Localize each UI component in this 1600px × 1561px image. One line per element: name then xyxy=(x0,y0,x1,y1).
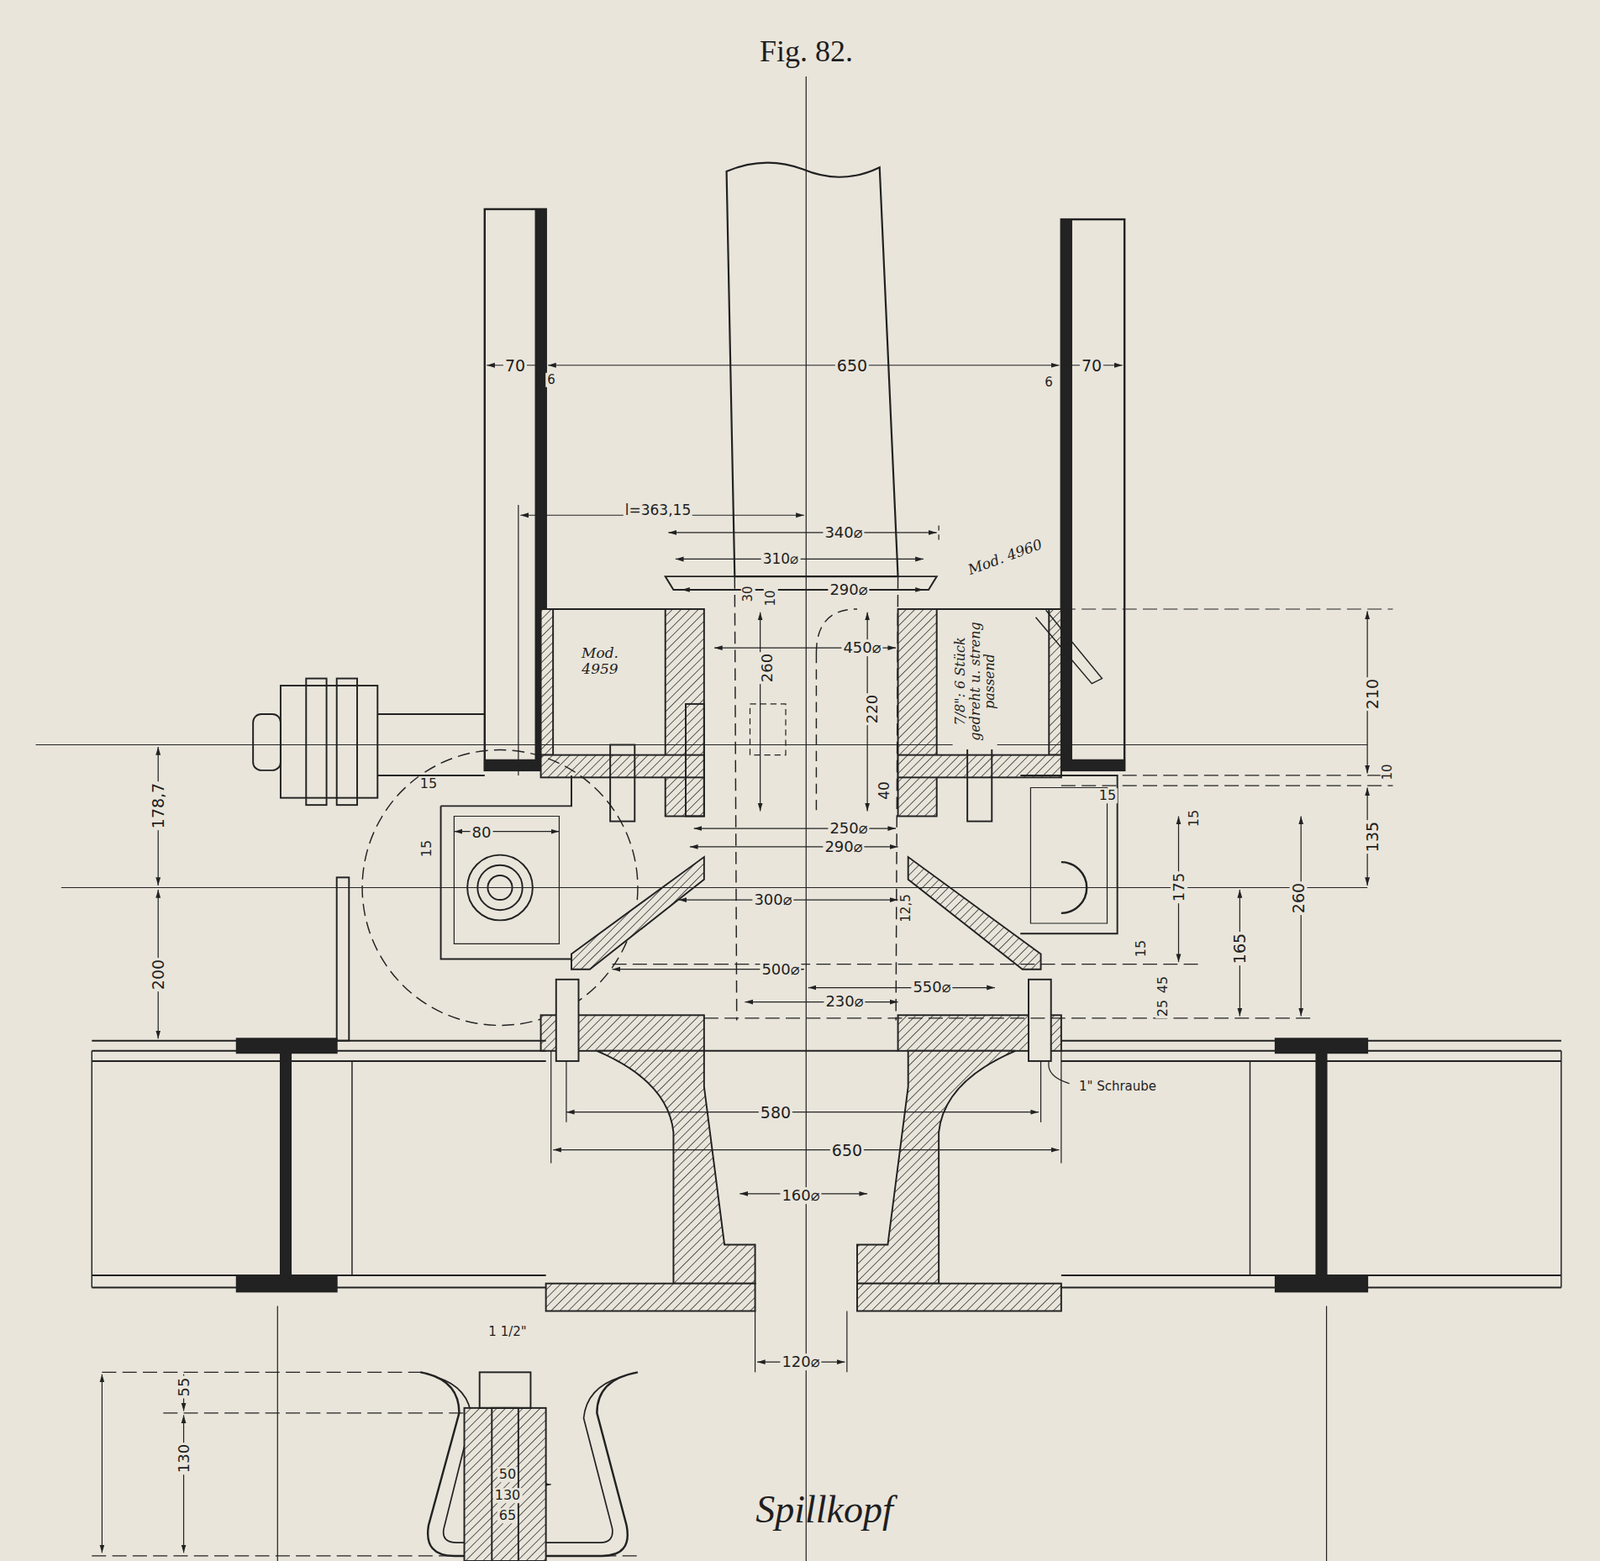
dimension-label: 135 xyxy=(1363,820,1382,854)
handwritten-note: 7/8": 6 Stück gedreht u. streng passend xyxy=(952,613,998,750)
dimension-label: 1 1/2" xyxy=(486,1325,528,1340)
dimension-label: 650 xyxy=(835,357,869,375)
dimension-label: 290⌀ xyxy=(822,838,864,856)
dimension-label: 10 xyxy=(1380,762,1395,782)
dimension-label: 70 xyxy=(1079,357,1104,375)
dimension-label: 550⌀ xyxy=(910,978,953,996)
dimension-label: 10 xyxy=(763,588,779,608)
dimension-label: 80 xyxy=(470,824,494,842)
dimension-label: 260 xyxy=(758,652,776,685)
dimension-label: 580 xyxy=(758,1104,793,1122)
dimension-label: 15 xyxy=(1097,788,1118,804)
dimension-label: 12,5 xyxy=(899,892,914,924)
dimension-label: 6 xyxy=(545,373,558,388)
dimension-label: 260 xyxy=(1289,881,1308,916)
dimension-label: 310⌀ xyxy=(761,551,801,568)
dimension-label: 15 xyxy=(1186,808,1202,829)
dimension-label: 30 xyxy=(741,584,756,604)
dimension-label: 165 xyxy=(1231,931,1249,966)
dimension-label: 450⌀ xyxy=(841,639,883,657)
dimension-label: l=363,15 xyxy=(623,502,693,519)
dimension-label: 178,7 xyxy=(149,781,168,831)
dimension-label: 500⌀ xyxy=(759,961,801,979)
dimension-label: 1" Schraube xyxy=(1077,1079,1158,1095)
dimension-label: 50 xyxy=(497,1467,518,1483)
dimension-label: 15 xyxy=(418,776,439,792)
dimension-label: 300⌀ xyxy=(752,891,794,909)
dimension-label: 6 xyxy=(1042,375,1055,390)
dimension-label: 340⌀ xyxy=(822,524,864,542)
dimension-label: 70 xyxy=(503,357,527,375)
dimension-label: 210 xyxy=(1363,677,1382,711)
dimension-label: 130 xyxy=(175,1442,193,1475)
dimension-label: 130 xyxy=(493,1488,523,1504)
dimension-label: 120⌀ xyxy=(779,1353,822,1371)
dimension-label: 230⌀ xyxy=(823,993,865,1011)
dimension-label: 290⌀ xyxy=(827,581,869,599)
figure-title: Fig. 82. xyxy=(759,33,853,69)
dimension-label: 650 xyxy=(830,1142,864,1160)
dimension-label: 250⌀ xyxy=(827,820,869,837)
dimension-label: 15 xyxy=(1133,938,1149,959)
dimension-label: 55 xyxy=(175,1376,193,1400)
dimension-label: 200 xyxy=(149,957,168,992)
dimension-label: 220 xyxy=(863,693,881,726)
dimension-label: 15 xyxy=(419,838,435,859)
dimension-label: 160⌀ xyxy=(779,1187,822,1205)
handwritten-note: Mod. 4960 xyxy=(963,536,1046,579)
handwritten-note: Mod. 4959 xyxy=(576,645,625,677)
dimension-label: 40 xyxy=(876,779,893,802)
dimension-label: 25 xyxy=(1155,998,1171,1019)
dimension-label: 65 xyxy=(497,1508,518,1524)
dimension-label: 175 xyxy=(1170,871,1188,904)
dimension-label: 45 xyxy=(1155,974,1171,995)
part-title: Spillkopf xyxy=(753,1489,895,1532)
